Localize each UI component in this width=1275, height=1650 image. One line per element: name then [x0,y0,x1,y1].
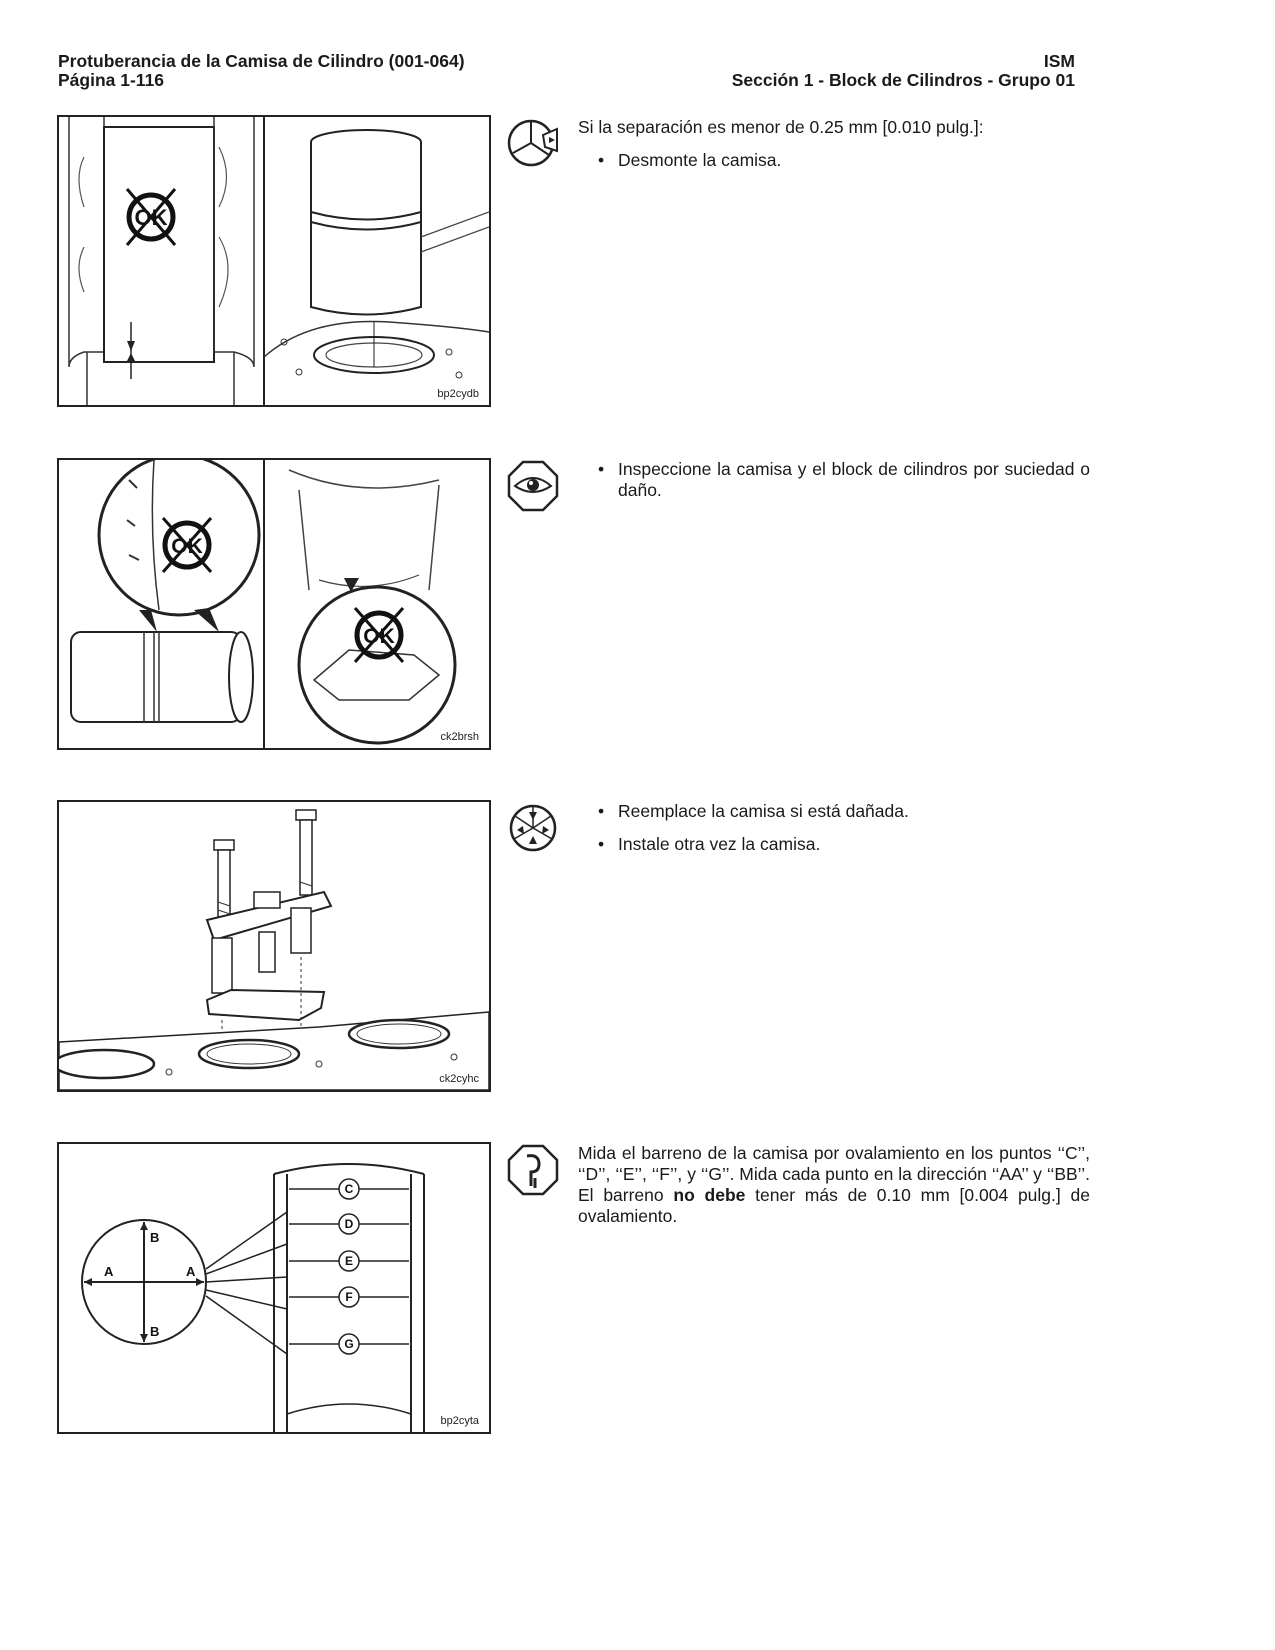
point-label-c: C [345,1182,354,1196]
point-label-g: G [344,1337,353,1351]
page-header-right: ISM Sección 1 - Block de Cilindros - Gru… [732,52,1075,90]
step-4-text: Mida el barreno de la camisa por ovalami… [578,1143,1090,1227]
figure-liner-puller-tool: ck2cyhc [57,800,491,1092]
step-1-condition: Si la separación es menor de 0.25 mm [0.… [578,117,984,137]
figure-code-3: ck2cyhc [439,1073,479,1085]
figure-code-1: bp2cydb [437,388,479,400]
figure-liner-inspection: OK OK ck2brsh [57,458,491,750]
step-2-bullet-1: Inspeccione la camisa y el block de cili… [578,459,1090,501]
page-number: Página 1-116 [58,70,165,90]
point-label-e: E [345,1254,353,1268]
step-1-bullet-1: Desmonte la camisa. [578,150,1090,171]
point-label-d: D [345,1217,354,1231]
step-4-instruction-bold: no debe [673,1185,746,1205]
page-header-left: Protuberancia de la Camisa de Cilindro (… [58,52,465,90]
install-arrows-icon [505,800,561,856]
step-1-text: Si la separación es menor de 0.25 mm [0.… [578,117,1090,183]
step-2-text: Inspeccione la camisa y el block de cili… [578,459,1090,513]
engine-model: ISM [1043,51,1075,71]
step-3-bullet-1: Reemplace la camisa si está dañada. [578,801,1090,822]
measure-gauge-icon [505,1142,561,1198]
figure-code-2: ck2brsh [440,731,479,743]
section-group: Sección 1 - Block de Cilindros - Grupo 0… [731,70,1075,90]
figure-bore-measurement: A A B B C D E [57,1142,491,1434]
inspect-eye-icon [505,458,561,514]
figure-code-4: bp2cyta [440,1415,479,1427]
figure-liner-removal: OK bp2cydb [57,115,491,407]
step-4-instruction-part2: tener más de 0.10 mm [0.004 pulg.] de ov… [578,1185,1090,1226]
step-3-text: Reemplace la camisa si está dañada. Inst… [578,801,1090,867]
step-3-bullet-2: Instale otra vez la camisa. [578,834,1090,855]
step-4-instruction-part1: Mida el barreno de la camisa por ovalami… [578,1143,1090,1205]
dir-label-b-bottom: B [150,1324,159,1339]
dir-label-b-top: B [150,1230,159,1245]
dir-label-a-right: A [186,1264,196,1279]
section-title: Protuberancia de la Camisa de Cilindro (… [58,51,465,71]
dir-label-a-left: A [104,1264,114,1279]
remove-wedge-icon [505,115,561,171]
point-label-f: F [345,1290,352,1304]
